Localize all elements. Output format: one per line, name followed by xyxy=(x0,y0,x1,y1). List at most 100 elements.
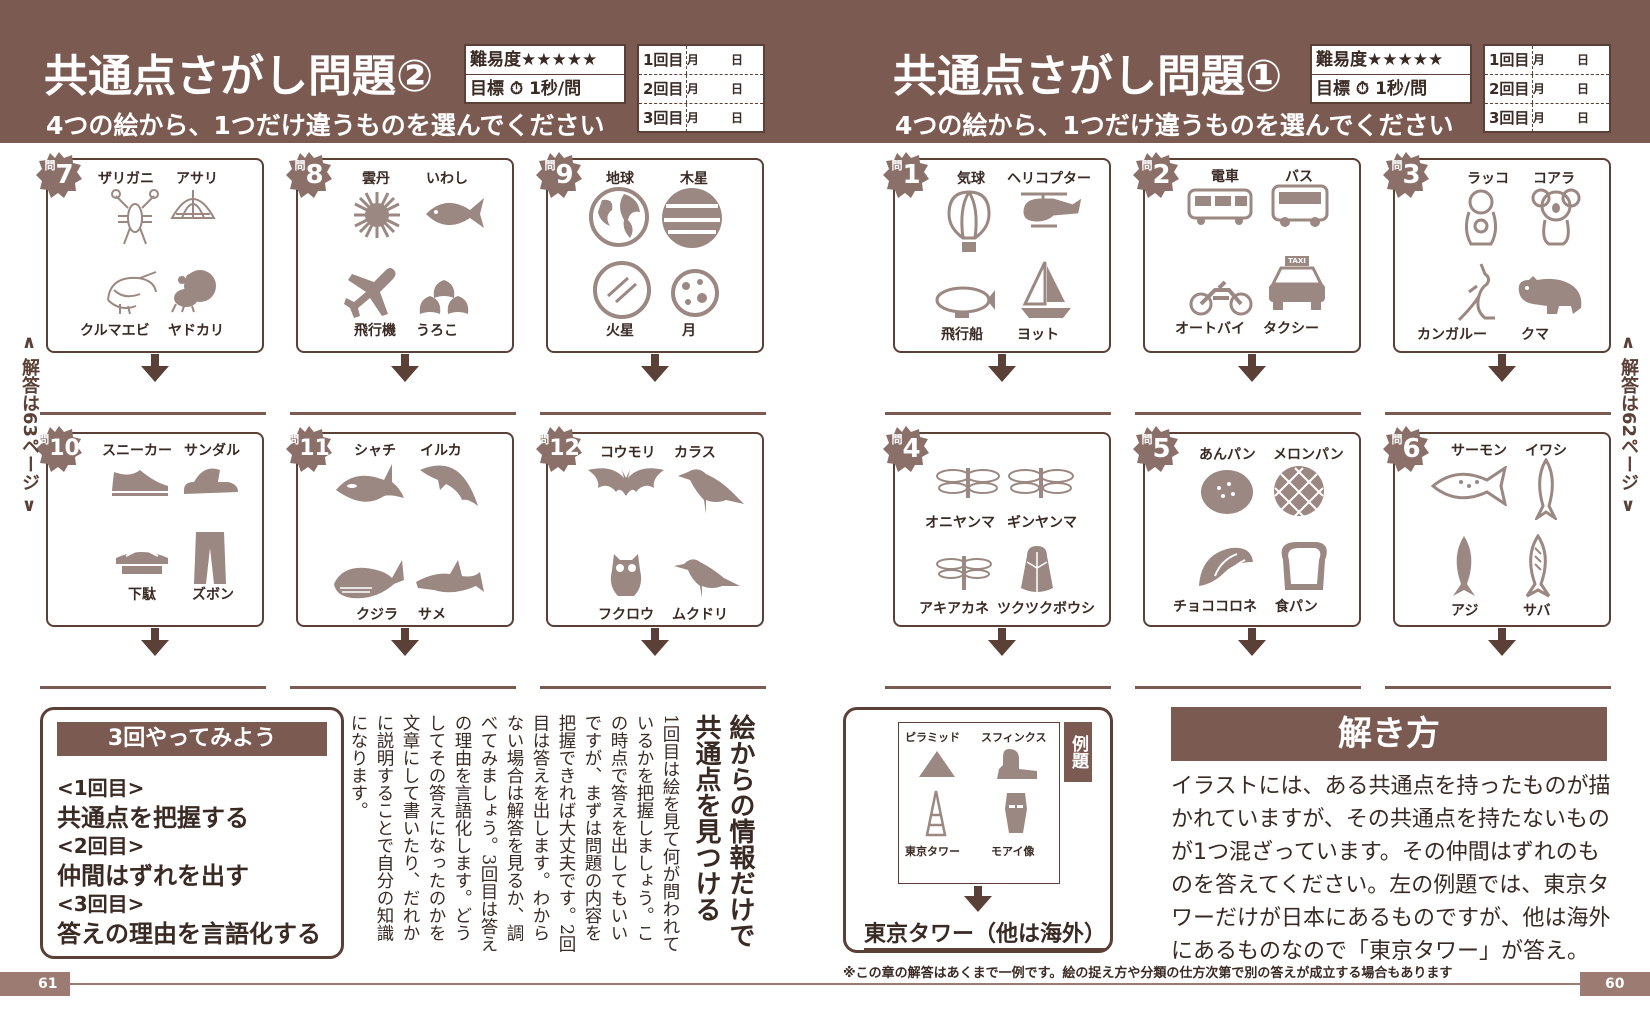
salmon-icon xyxy=(1431,466,1507,506)
bus-icon xyxy=(1271,184,1329,227)
answer-line[interactable] xyxy=(40,412,266,415)
try-row[interactable]: 2回目月 日 xyxy=(1485,74,1609,103)
item-label: 火星 xyxy=(606,323,634,339)
problem-panel-7: 問7 ザリガニ アサリ クルマエビ ヤドカリ xyxy=(36,152,264,353)
item-label: ギンヤンマ xyxy=(1007,515,1077,531)
try-row[interactable]: 3回目月 日 xyxy=(1485,103,1609,132)
try-row[interactable]: 3回目月 日 xyxy=(639,103,763,132)
answer-line[interactable] xyxy=(540,686,766,689)
item-label: コウモリ xyxy=(600,445,656,461)
try-row[interactable]: 1回目月 日 xyxy=(1485,46,1609,74)
owl-icon xyxy=(610,554,642,596)
arrow-down-icon xyxy=(641,366,669,382)
arrow-down-icon xyxy=(391,640,419,656)
whale-icon xyxy=(334,560,404,599)
item-label: クジラ xyxy=(356,607,398,623)
step-text: 仲間はずれを出す xyxy=(57,862,249,890)
kangaroo-icon xyxy=(1457,263,1495,322)
problem-badge: 問3 xyxy=(1383,152,1429,198)
answer-line[interactable] xyxy=(1385,686,1611,689)
item-label: サンダル xyxy=(184,443,240,459)
left-page: 共通点さがし問題② 4つの絵から、1つだけ違うものを選んでください 難易度★★★… xyxy=(0,0,825,996)
anpan-icon xyxy=(1201,470,1253,514)
page-title: 共通点さがし問題② xyxy=(44,51,434,102)
answer-line[interactable] xyxy=(1385,412,1611,415)
scales-icon xyxy=(419,280,469,314)
airship-icon xyxy=(935,286,995,318)
item-label: アサリ xyxy=(176,171,218,187)
try-row[interactable]: 2回目月 日 xyxy=(639,74,763,103)
answer-line[interactable] xyxy=(290,686,516,689)
arrow-down-icon xyxy=(141,366,169,382)
sea-urchin-icon xyxy=(354,192,400,238)
item-label: アジ xyxy=(1451,603,1479,619)
try-three-heading: 3回やってみよう xyxy=(57,722,327,756)
orca-icon xyxy=(336,464,404,502)
crow-icon xyxy=(678,469,744,514)
item-label: コアラ xyxy=(1533,171,1575,187)
problem-panel-11: 問11 シャチ イルカ クジラ サメ xyxy=(286,426,514,627)
melonpan-icon xyxy=(1274,466,1324,517)
answer-line[interactable] xyxy=(40,686,266,689)
item-label: ヤドカリ xyxy=(168,323,224,339)
tries-box: 1回目月 日 2回目月 日 3回目月 日 xyxy=(1483,44,1611,133)
howto-text: イラストには、ある共通点を持ったものが描かれていますが、その共通点を持たないもの… xyxy=(1171,774,1611,964)
answer-line[interactable] xyxy=(540,412,766,415)
step-label: <3回目> xyxy=(57,892,145,916)
answer-line[interactable] xyxy=(885,686,1111,689)
item-label: 気球 xyxy=(957,171,985,187)
example-label: ピラミッド xyxy=(905,731,960,744)
example-tag: 例題 xyxy=(1064,722,1092,782)
pyramid-icon xyxy=(919,751,955,777)
problem-panel-4: 問4 オニヤンマ ギンヤンマ アキアカネ ツクツクボウシ xyxy=(883,426,1111,627)
motorcycle-icon xyxy=(1189,280,1253,316)
item-label: シャチ xyxy=(354,443,396,459)
item-label: タクシー xyxy=(1263,321,1319,337)
moon-icon xyxy=(671,269,719,317)
answer-line[interactable] xyxy=(1135,412,1361,415)
step-label: <1回目> xyxy=(57,776,145,800)
problem-panel-5: 問5 あんパン メロンパン チョココロネ 食パン xyxy=(1133,426,1361,627)
answer-line[interactable] xyxy=(885,412,1111,415)
item-label: アキアカネ xyxy=(919,601,989,617)
taxi-icon: TAXI xyxy=(1267,254,1327,314)
item-label: ムクドリ xyxy=(672,607,728,623)
mackerel-icon xyxy=(1525,534,1551,598)
example-box: ピラミッド スフィンクス 東京タワー モアイ像 例題 東京タワー（他は海外） xyxy=(843,707,1113,953)
try-row[interactable]: 1回目月 日 xyxy=(639,46,763,74)
item-label: 電車 xyxy=(1211,169,1239,185)
item-label: 飛行機 xyxy=(354,323,396,339)
item-label: チョココロネ xyxy=(1173,599,1257,615)
cornet-icon xyxy=(1199,547,1253,586)
example-label: モアイ像 xyxy=(991,845,1035,858)
answer-line[interactable] xyxy=(290,412,516,415)
column-body: 1回目は絵を見て何が問われているかを把握しましょう。この時点で答えを出してもいい… xyxy=(348,714,680,953)
right-page: 共通点さがし問題① 4つの絵から、1つだけ違うものを選んでください 難易度★★★… xyxy=(825,0,1650,1010)
item-label: ヘリコプター xyxy=(1007,171,1091,187)
example-images: ピラミッド スフィンクス 東京タワー モアイ像 xyxy=(898,722,1060,884)
step-text: 共通点を把握する xyxy=(57,804,249,832)
moai-icon xyxy=(1005,793,1027,833)
dragonfly-icon xyxy=(936,468,1000,498)
item-label: オートバイ xyxy=(1175,321,1245,337)
problem-badge: 問9 xyxy=(536,152,582,198)
item-label: サバ xyxy=(1523,603,1551,619)
sneaker-icon xyxy=(112,470,168,496)
howto-heading: 解き方 xyxy=(1171,707,1607,761)
problem-badge: 問7 xyxy=(36,152,82,198)
sardine-icon xyxy=(1535,458,1557,520)
tokyo-tower-icon xyxy=(925,790,947,837)
item-label: うろこ xyxy=(416,323,458,339)
problem-badge: 問12 xyxy=(536,426,582,472)
problem-badge: 問10 xyxy=(36,426,82,472)
item-label: オニヤンマ xyxy=(925,515,995,531)
item-label: 下駄 xyxy=(128,587,156,603)
problem-badge: 問1 xyxy=(883,152,929,198)
tries-box: 1回目月 日 2回目月 日 3回目月 日 xyxy=(637,44,765,133)
helicopter-icon xyxy=(1021,192,1081,228)
problem-panel-10: 問10 スニーカー サンダル 下駄 ズボン xyxy=(36,426,264,627)
answer-line[interactable] xyxy=(1135,686,1361,689)
item-label: 食パン xyxy=(1275,599,1318,615)
difficulty-label: 難易度★★★★★ xyxy=(1316,50,1444,70)
problem-panel-2: 問2 電車 バス オートバイ タクシー TAXI xyxy=(1133,152,1361,353)
